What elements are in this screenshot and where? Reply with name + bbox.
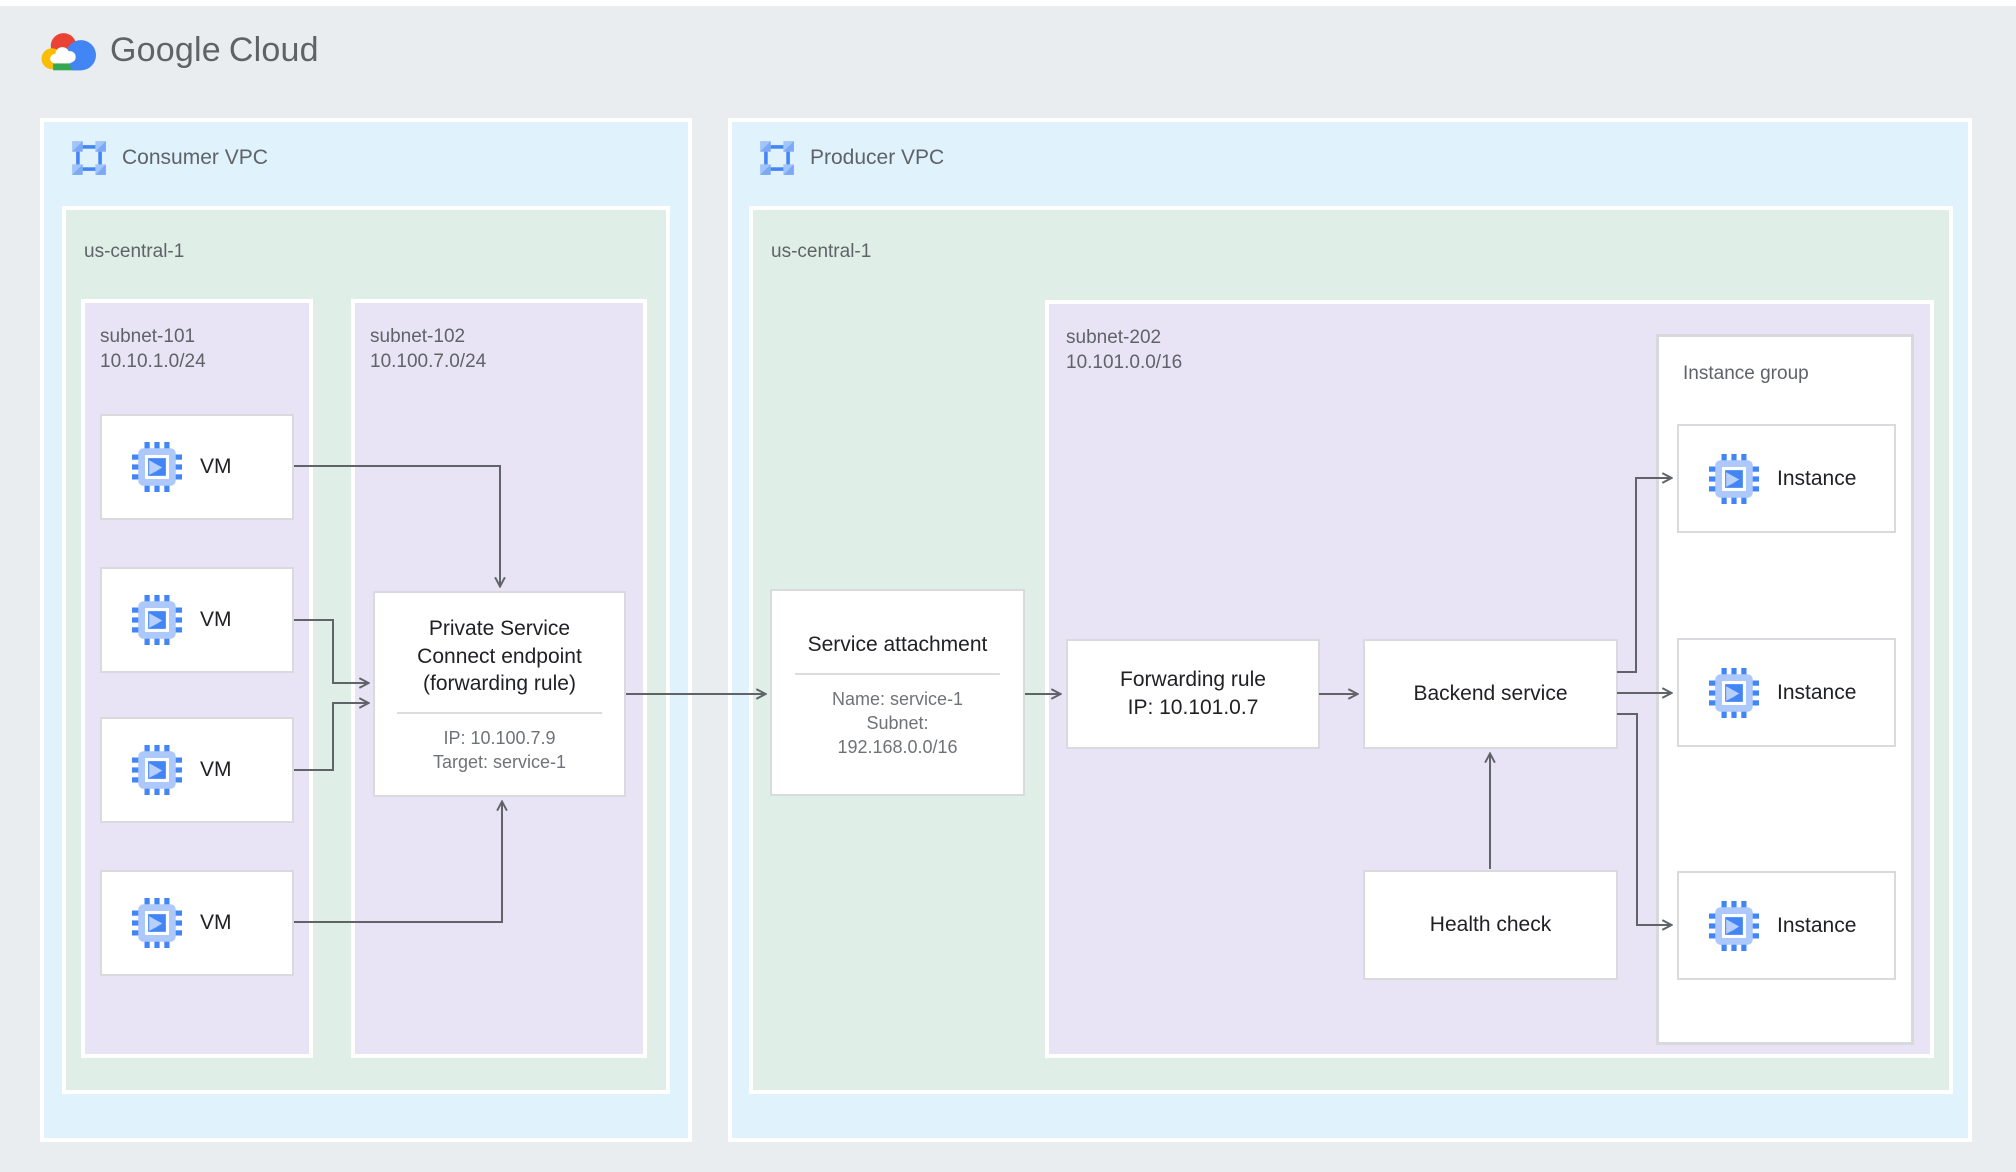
- psc-title-line2: Connect endpoint: [417, 644, 582, 668]
- instance-group-container: Instance group Instance Instance Instanc…: [1656, 334, 1914, 1045]
- instance-2-label: Instance: [1777, 680, 1857, 704]
- psc-endpoint-title: Private Service Connect endpoint (forwar…: [375, 615, 624, 698]
- vm-4-label: VM: [200, 911, 232, 935]
- vm-3-label: VM: [200, 758, 232, 782]
- psc-ip: IP: 10.100.7.9: [443, 728, 556, 749]
- backend-service-node: Backend service: [1363, 639, 1618, 749]
- psc-title-line1: Private Service: [428, 617, 571, 640]
- psc-divider: [397, 712, 602, 715]
- producer-region-container: us-central-1 Service attachment Name: se…: [749, 206, 1953, 1094]
- service-attachment-title: Service attachment: [807, 633, 988, 656]
- vm-node-1: VM: [100, 414, 294, 520]
- subnet-202-cidr: 10.101.0.0/16: [1066, 351, 1183, 373]
- service-attachment-divider: [794, 672, 1001, 675]
- subnet-102-name: subnet-102: [370, 326, 466, 347]
- forwarding-rule-ip: IP: 10.101.0.7: [1127, 696, 1259, 719]
- subnet-202-label: subnet-202 10.101.0.0/16: [1066, 326, 1182, 375]
- instance-3-label: Instance: [1777, 913, 1857, 937]
- vm-2-label: VM: [200, 608, 232, 632]
- service-attachment-subnet-label: Subnet:: [866, 713, 929, 734]
- forwarding-rule-node: Forwarding rule IP: 10.101.0.7: [1066, 639, 1320, 749]
- service-attachment-node: Service attachment Name: service-1 Subne…: [770, 589, 1025, 796]
- compute-engine-icon: [132, 442, 182, 492]
- consumer-region-label: us-central-1: [84, 241, 185, 262]
- instance-node-3: Instance: [1677, 871, 1896, 980]
- instance-1-label: Instance: [1777, 466, 1857, 490]
- producer-vpc-label: Producer VPC: [810, 146, 945, 169]
- consumer-vpc-label: Consumer VPC: [122, 146, 268, 169]
- producer-vpc-header: Producer VPC: [758, 138, 944, 178]
- subnet-102-cidr: 10.100.7.0/24: [370, 350, 487, 372]
- instance-node-2: Instance: [1677, 638, 1896, 747]
- consumer-vpc-container: Consumer VPC us-central-1 subnet-101 10.…: [40, 118, 692, 1142]
- vm-node-4: VM: [100, 870, 294, 976]
- instance-node-1: Instance: [1677, 424, 1896, 533]
- logo-cloud-text: Cloud: [228, 30, 319, 69]
- consumer-region-container: us-central-1 subnet-101 10.10.1.0/24 VM …: [62, 206, 670, 1094]
- vpc-network-icon: [758, 139, 796, 177]
- subnet-101-label: subnet-101 10.10.1.0/24: [100, 325, 206, 374]
- instance-group-label: Instance group: [1683, 363, 1809, 384]
- psc-endpoint-node: Private Service Connect endpoint (forwar…: [373, 591, 626, 797]
- subnet-101-container: subnet-101 10.10.1.0/24 VM VM VM V: [81, 299, 313, 1058]
- consumer-vpc-header: Consumer VPC: [70, 138, 268, 178]
- compute-engine-icon: [1709, 667, 1759, 718]
- subnet-102-label: subnet-102 10.100.7.0/24: [370, 325, 486, 374]
- subnet-101-cidr: 10.10.1.0/24: [100, 350, 206, 372]
- vm-node-2: VM: [100, 567, 294, 673]
- psc-endpoint-details: IP: 10.100.7.9 Target: service-1: [375, 726, 624, 775]
- health-check-node: Health check: [1363, 870, 1618, 980]
- vm-node-3: VM: [100, 717, 294, 823]
- service-attachment-subnet-cidr: 192.168.0.0/16: [837, 737, 958, 758]
- vm-1-label: VM: [200, 455, 232, 479]
- google-cloud-icon: [41, 33, 96, 71]
- vpc-network-icon: [70, 139, 108, 177]
- subnet-202-container: subnet-202 10.101.0.0/16 Forwarding rule…: [1045, 300, 1934, 1058]
- subnet-202-name: subnet-202: [1066, 327, 1162, 348]
- psc-title-line3: (forwarding rule): [423, 672, 576, 696]
- subnet-102-container: subnet-102 10.100.7.0/24 Private Service…: [351, 299, 647, 1058]
- subnet-101-name: subnet-101: [100, 326, 196, 347]
- psc-target: Target: service-1: [432, 752, 567, 773]
- logo-google-text: Google: [110, 30, 221, 69]
- service-attachment-details: Name: service-1 Subnet: 192.168.0.0/16: [772, 687, 1023, 760]
- service-attachment-name: Name: service-1: [831, 688, 964, 709]
- compute-engine-icon: [1709, 900, 1759, 951]
- backend-service-title: Backend service: [1413, 682, 1568, 706]
- health-check-title: Health check: [1429, 913, 1552, 937]
- producer-region-label: us-central-1: [771, 241, 872, 262]
- compute-engine-icon: [132, 595, 182, 645]
- forwarding-rule-title: Forwarding rule: [1120, 668, 1266, 692]
- compute-engine-icon: [1709, 453, 1759, 504]
- compute-engine-icon: [132, 745, 182, 795]
- compute-engine-icon: [132, 898, 182, 948]
- producer-vpc-container: Producer VPC us-central-1 Service attach…: [728, 118, 1972, 1142]
